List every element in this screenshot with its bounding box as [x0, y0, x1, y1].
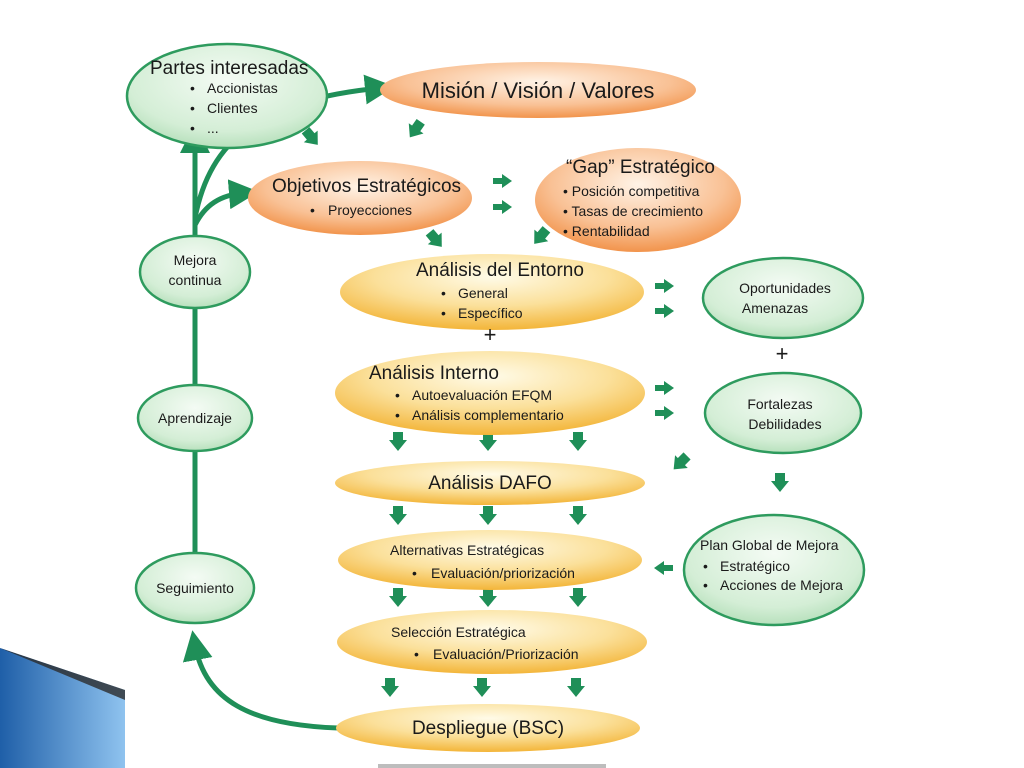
objetivos-node: Objetivos Estratégicos • Proyecciones	[248, 161, 472, 235]
aprendizaje-node: Aprendizaje	[136, 383, 254, 453]
aprendizaje-title: Aprendizaje	[158, 410, 232, 426]
svg-text:• Posición competitiva: • Posición competitiva	[563, 183, 700, 199]
partes-item: Clientes	[207, 100, 258, 116]
oportunidades-node: Oportunidades Amenazas	[701, 256, 865, 340]
analisis-interno-node: Análisis Interno • Autoevaluación EFQM • A…	[335, 351, 645, 435]
objetivos-item: Proyecciones	[328, 202, 412, 218]
svg-text:•: •	[412, 565, 417, 581]
mision-title: Misión / Visión / Valores	[422, 78, 655, 103]
svg-text:•: •	[190, 100, 195, 116]
dafo-title: Análisis DAFO	[428, 473, 552, 494]
mejora-line1: Mejora	[174, 252, 217, 268]
svg-text:•: •	[395, 407, 400, 423]
seleccion-node: Selección Estratégica • Evaluación/Priori…	[337, 610, 647, 674]
seleccion-item: Evaluación/Priorización	[433, 646, 579, 662]
seleccion-title: Selección Estratégica	[391, 624, 526, 640]
entorno-item: General	[458, 285, 508, 301]
fortalezas-node: Fortalezas Debilidades	[703, 371, 863, 455]
interno-item: Autoevaluación EFQM	[412, 387, 552, 403]
svg-text:•: •	[441, 305, 446, 321]
oportunidades-line2: Amenazas	[742, 300, 808, 316]
interno-title: Análisis Interno	[369, 363, 499, 384]
svg-text:•: •	[190, 120, 195, 136]
objetivos-title: Objetivos Estratégicos	[272, 176, 461, 197]
svg-text:•: •	[441, 285, 446, 301]
fortalezas-line1: Fortalezas	[747, 396, 812, 412]
svg-text:•: •	[703, 577, 708, 593]
despliegue-title: Despliegue (BSC)	[412, 718, 564, 739]
gap-title: “Gap” Estratégico	[566, 157, 715, 178]
analisis-dafo-node: Análisis DAFO	[335, 461, 645, 505]
entorno-title: Análisis del Entorno	[416, 260, 584, 281]
entorno-item: Específico	[458, 305, 523, 321]
partes-interesadas-node: Partes interesadas • Accionistas • Cliente…	[125, 42, 329, 150]
plus-sign-entorno: +	[484, 322, 497, 347]
plan-title: Plan Global de Mejora	[700, 537, 839, 553]
alternativas-node: Alternativas Estratégicas • Evaluación/pr…	[338, 530, 642, 590]
alternativas-title: Alternativas Estratégicas	[390, 542, 544, 558]
fortalezas-line2: Debilidades	[748, 416, 821, 432]
svg-text:• Tasas de crecimiento: • Tasas de crecimiento	[563, 203, 703, 219]
svg-text:•: •	[395, 387, 400, 403]
mejora-continua-node: Mejora continua	[138, 234, 252, 310]
svg-text:• Rentabilidad: • Rentabilidad	[563, 223, 650, 239]
partes-item: ...	[207, 120, 219, 136]
partes-title: Partes interesadas	[150, 58, 308, 79]
svg-text:•: •	[414, 646, 419, 662]
plan-item: Estratégico	[720, 558, 790, 574]
gap-item: Rentabilidad	[572, 223, 650, 239]
svg-text:•: •	[703, 558, 708, 574]
seguimiento-node: Seguimiento	[134, 551, 256, 625]
oportunidades-line1: Oportunidades	[739, 280, 831, 296]
alternativas-item: Evaluación/priorización	[431, 565, 575, 581]
corner-decoration	[0, 648, 606, 768]
plan-item: Acciones de Mejora	[720, 577, 843, 593]
mejora-line2: continua	[169, 272, 222, 288]
despliegue-node: Despliegue (BSC)	[336, 704, 640, 752]
seguimiento-title: Seguimiento	[156, 580, 234, 596]
gap-item: Tasas de crecimiento	[572, 203, 704, 219]
gap-item: Posición competitiva	[572, 183, 700, 199]
plan-global-node: Plan Global de Mejora • Estratégico • Acci…	[682, 513, 866, 627]
svg-text:•: •	[310, 202, 315, 218]
mision-node: Misión / Visión / Valores	[380, 62, 696, 118]
gap-node: “Gap” Estratégico • Posición competitiva…	[535, 148, 741, 252]
plus-sign-swot: +	[776, 341, 789, 366]
svg-text:•: •	[190, 80, 195, 96]
partes-item: Accionistas	[207, 80, 278, 96]
analisis-entorno-node: Análisis del Entorno • General • Específic…	[340, 254, 644, 330]
interno-item: Análisis complementario	[412, 407, 564, 423]
